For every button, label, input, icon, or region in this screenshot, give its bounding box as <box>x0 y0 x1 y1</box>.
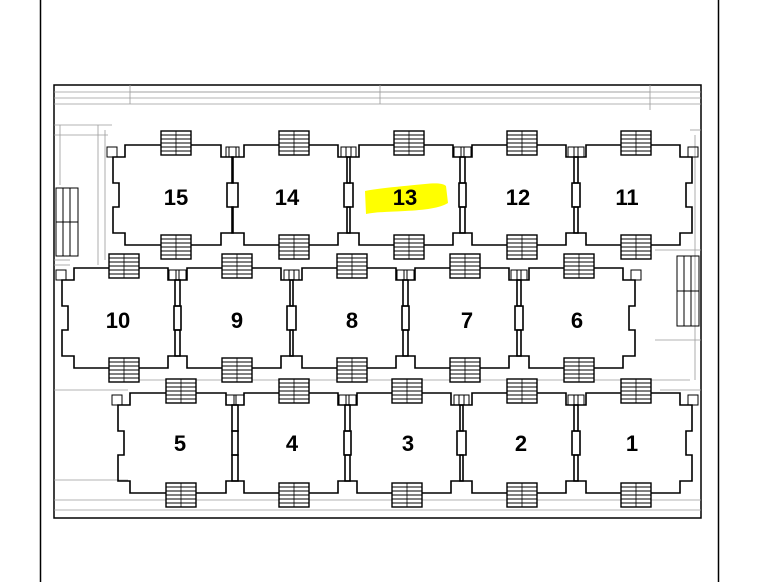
unit-5-stair-top <box>165 378 197 404</box>
unit-5-outline <box>117 392 239 494</box>
right-window-detail <box>676 255 700 327</box>
unit-14-connector-left <box>225 146 237 158</box>
unit-9-outline <box>174 267 294 369</box>
left-window-detail <box>55 187 79 257</box>
unit-8-connector-right <box>403 269 415 281</box>
unit-7-outline <box>402 267 522 369</box>
unit-7-connector-left <box>396 269 408 281</box>
site-background-lines <box>54 85 701 511</box>
unit-4-connector-left <box>225 394 237 406</box>
unit-7-connector-right <box>516 269 528 281</box>
unit-3-outline <box>344 392 464 494</box>
unit-10-stair-bottom <box>108 357 140 383</box>
unit-6-stair-bottom <box>563 357 595 383</box>
unit-4-connector-right <box>345 394 357 406</box>
unit-1-connector-left <box>567 394 579 406</box>
unit-6-outline <box>516 267 636 369</box>
unit-label-8: 8 <box>346 308 358 333</box>
units-layer <box>61 144 693 494</box>
unit-2-outline <box>459 392 579 494</box>
unit-12-stair-top <box>506 130 538 156</box>
unit-12-connector-left <box>453 146 465 158</box>
unit-15-connector-right <box>228 146 240 158</box>
unit-8-stair-top <box>336 253 368 279</box>
unit-9-stair-bottom <box>221 357 253 383</box>
unit-14-stair-bottom <box>278 234 310 260</box>
unit-6-stair-top <box>563 253 595 279</box>
unit-label-1: 1 <box>626 431 638 456</box>
unit-5-connector-left <box>111 394 123 406</box>
unit-15-outline <box>112 144 234 246</box>
unit-label-3: 3 <box>402 431 414 456</box>
unit-12-connector-right <box>573 146 585 158</box>
unit-9-connector-left <box>168 269 180 281</box>
unit-11-connector-right <box>687 146 699 158</box>
unit-1-outline <box>573 392 693 494</box>
unit-label-7: 7 <box>461 308 473 333</box>
unit-6-connector-right <box>630 269 642 281</box>
site-plan-border <box>53 84 702 519</box>
unit-13-outline <box>346 144 466 246</box>
unit-11-stair-bottom <box>620 234 652 260</box>
unit-4-stair-bottom <box>278 482 310 508</box>
unit-labels: 15 14 13 12 11 10 9 8 7 6 5 4 3 2 1 <box>106 185 639 456</box>
unit-4-outline <box>231 392 351 494</box>
unit-10-outline <box>61 267 181 369</box>
unit-5-connector-right <box>233 394 245 406</box>
stairs-layer <box>55 130 699 508</box>
unit-8-stair-bottom <box>336 357 368 383</box>
unit-label-2: 2 <box>515 431 527 456</box>
unit-8-connector-left <box>283 269 295 281</box>
unit-label-4: 4 <box>286 431 299 456</box>
unit-13-highlight-mark <box>365 183 448 214</box>
unit-7-stair-top <box>449 253 481 279</box>
unit-12-outline <box>459 144 579 246</box>
unit-3-connector-left <box>338 394 350 406</box>
unit-2-connector-right <box>573 394 585 406</box>
unit-label-10: 10 <box>106 308 130 333</box>
unit-13-stair-bottom <box>393 234 425 260</box>
unit-2-stair-bottom <box>506 482 538 508</box>
unit-label-6: 6 <box>571 308 583 333</box>
unit-11-outline <box>573 144 693 246</box>
unit-13-stair-top <box>393 130 425 156</box>
unit-14-outline <box>231 144 351 246</box>
unit-15-connector-left <box>106 146 118 158</box>
unit-label-15: 15 <box>164 185 188 210</box>
unit-1-connector-right <box>687 394 699 406</box>
unit-6-connector-left <box>510 269 522 281</box>
unit-13-connector-left <box>340 146 352 158</box>
unit-4-stair-top <box>278 378 310 404</box>
unit-14-stair-top <box>278 130 310 156</box>
unit-10-stair-top <box>108 253 140 279</box>
unit-15-stair-bottom <box>160 234 192 260</box>
unit-13-connector-right <box>460 146 472 158</box>
unit-label-14: 14 <box>275 185 300 210</box>
unit-2-connector-left <box>453 394 465 406</box>
unit-11-stair-top <box>620 130 652 156</box>
unit-10-connector-right <box>175 269 187 281</box>
unit-label-12: 12 <box>506 185 530 210</box>
unit-15-stair-top <box>160 130 192 156</box>
unit-1-stair-top <box>620 378 652 404</box>
unit-3-stair-top <box>391 378 423 404</box>
unit-7-stair-bottom <box>449 357 481 383</box>
unit-3-stair-bottom <box>391 482 423 508</box>
unit-label-13: 13 <box>393 185 417 210</box>
unit-label-11: 11 <box>615 185 638 210</box>
unit-5-stair-bottom <box>165 482 197 508</box>
unit-10-connector-left <box>55 269 67 281</box>
unit-label-5: 5 <box>174 431 186 456</box>
unit-8-outline <box>289 267 409 369</box>
unit-12-stair-bottom <box>506 234 538 260</box>
unit-9-stair-top <box>221 253 253 279</box>
unit-2-stair-top <box>506 378 538 404</box>
unit-11-connector-left <box>567 146 579 158</box>
unit-label-9: 9 <box>231 308 243 333</box>
unit-1-stair-bottom <box>620 482 652 508</box>
